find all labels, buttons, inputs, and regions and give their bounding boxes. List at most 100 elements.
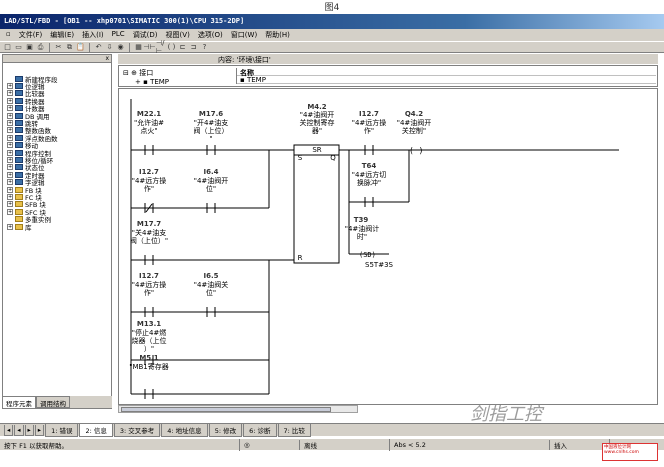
tree-item[interactable]: +比较器 [7,90,58,98]
contact-nc-icon[interactable]: ⊣/⊢ [156,39,165,55]
details-tab-4[interactable]: 4: 地址信息 [161,423,208,437]
tree-item[interactable]: +状态位 [7,164,58,172]
contact-no[interactable] [206,203,216,213]
system-menu-icon[interactable]: ▫ [6,30,11,38]
expand-icon[interactable]: + [7,97,13,104]
tree-item[interactable]: +程序控制 [7,149,58,158]
expand-icon[interactable]: + [7,112,13,119]
expand-icon[interactable]: + [7,142,13,149]
tree-item[interactable]: +整数函数 [7,127,58,135]
ladder-editor[interactable]: ( )(SD) M22.1"允许油# 点火"M17.6"开4#油支 阀（上位） … [118,88,658,405]
tab-scroll-icon[interactable]: ◂ [14,424,24,436]
expand-icon[interactable]: + [7,90,13,97]
expand-icon[interactable]: + [7,186,13,193]
menu-item-4[interactable]: 调试(D) [132,31,158,39]
scroll-thumb[interactable] [121,407,331,412]
expand-icon[interactable]: + [7,171,13,178]
help-icon[interactable]: ? [202,43,207,51]
contact-no[interactable] [144,145,154,155]
save-icon[interactable]: ▣ [26,43,33,51]
tree-item[interactable]: +位逻辑 [7,82,58,91]
tree-item[interactable]: +移位/循环 [7,156,58,165]
tree-item[interactable]: +库 [7,223,58,232]
contact-no[interactable] [144,389,154,399]
interface-root[interactable]: ⊟ ⊕ 接口 [123,69,154,77]
tree-item[interactable]: +转换器 [7,97,58,106]
expand-icon[interactable]: + [7,193,13,200]
tree-item[interactable]: +FB 块 [7,186,58,195]
tab-call-structure[interactable]: 调用结构 [36,396,70,408]
menu-item-0[interactable]: 文件(F) [18,31,43,39]
contact-no[interactable] [206,307,216,317]
network-icon[interactable]: ▦ [135,43,142,51]
contact-no[interactable] [364,197,374,207]
expand-icon[interactable]: + [7,149,13,156]
contact-no[interactable] [206,145,216,155]
tree-item[interactable]: +浮点数函数 [7,134,58,143]
details-tab-5[interactable]: 5: 修改 [208,423,243,437]
tab-scroll-icon[interactable]: ◂ [4,424,14,436]
monitor-icon[interactable]: ◉ [117,43,124,51]
tree-item[interactable]: +SFB 块 [7,201,58,209]
tree-item[interactable]: +定时器 [7,171,58,180]
tab-scroll-icon[interactable]: ▸ [24,424,34,436]
contact-nc[interactable] [144,203,154,213]
branch-close-icon[interactable]: ⊐ [190,43,197,51]
menu-item-3[interactable]: PLC [111,30,125,38]
tree-item[interactable]: +FC 块 [7,193,58,202]
copy-icon[interactable]: ⧉ [67,42,72,51]
expand-icon[interactable]: + [7,105,13,112]
output-coil[interactable]: ( ) [409,146,423,155]
details-tab-7[interactable]: 7: 比较 [277,423,311,437]
sr-block[interactable] [293,144,340,264]
tree-item[interactable]: 多重实例 [7,215,58,224]
menu-item-6[interactable]: 选项(O) [197,31,223,39]
branch-open-icon[interactable]: ⊏ [179,43,186,51]
menu-item-5[interactable]: 视图(V) [165,31,190,39]
horizontal-scrollbar[interactable] [118,405,358,413]
tab-program-elements[interactable]: 程序元素 [2,396,36,408]
tree-item[interactable]: +移动 [7,142,58,150]
details-tab-2[interactable]: 2: 信息 [79,423,113,437]
tree-item[interactable]: 新建程序段 [7,75,58,84]
interface-temp[interactable]: + ▪ TEMP [135,78,170,86]
expand-icon[interactable]: + [7,208,13,215]
expand-icon[interactable]: + [7,201,13,208]
pane-close-icon[interactable]: x [3,55,111,63]
menu-item-7[interactable]: 窗口(W) [230,31,258,39]
coil-icon[interactable]: ( ) [167,43,176,51]
contact-no[interactable] [364,145,374,155]
menu-item-8[interactable]: 帮助(H) [265,31,290,39]
contact-no-icon[interactable]: ⊣⊢ [143,43,156,51]
timer-coil[interactable]: (SD) [359,251,376,259]
tree-item[interactable]: +DB 调用 [7,112,58,121]
undo-icon[interactable]: ↶ [95,43,102,51]
contact-no[interactable] [144,355,154,365]
expand-icon[interactable]: + [7,179,13,186]
menu-item-2[interactable]: 插入(I) [82,31,104,39]
interface-row[interactable]: ▪ TEMP [237,76,656,84]
details-tab-1[interactable]: 1: 错误 [45,423,79,437]
open-icon[interactable]: ▭ [15,43,22,51]
menu-item-1[interactable]: 编辑(E) [50,31,75,39]
expand-icon[interactable]: + [7,164,13,171]
contact-no[interactable] [144,307,154,317]
cut-icon[interactable]: ✂ [55,43,62,51]
expand-icon[interactable]: + [7,134,13,141]
expand-icon[interactable]: + [7,83,13,90]
paste-icon[interactable]: 📋 [76,43,85,51]
tree-item[interactable]: +计数器 [7,105,58,113]
expand-icon[interactable]: + [7,120,13,127]
tree-item[interactable]: +字逻辑 [7,178,58,187]
tree-item[interactable]: +SFC 块 [7,208,58,217]
expand-icon[interactable]: + [7,127,13,134]
contact-no[interactable] [144,255,154,265]
expand-icon[interactable]: + [7,156,13,163]
print-icon[interactable]: ⎙ [37,42,44,51]
new-icon[interactable]: □ [4,43,11,51]
tree-item[interactable]: +跳转 [7,119,58,128]
details-tab-6[interactable]: 6: 诊断 [243,423,277,437]
expand-icon[interactable]: + [7,223,13,230]
details-tab-3[interactable]: 3: 交叉参考 [113,423,161,437]
download-icon[interactable]: ⇩ [106,43,113,51]
